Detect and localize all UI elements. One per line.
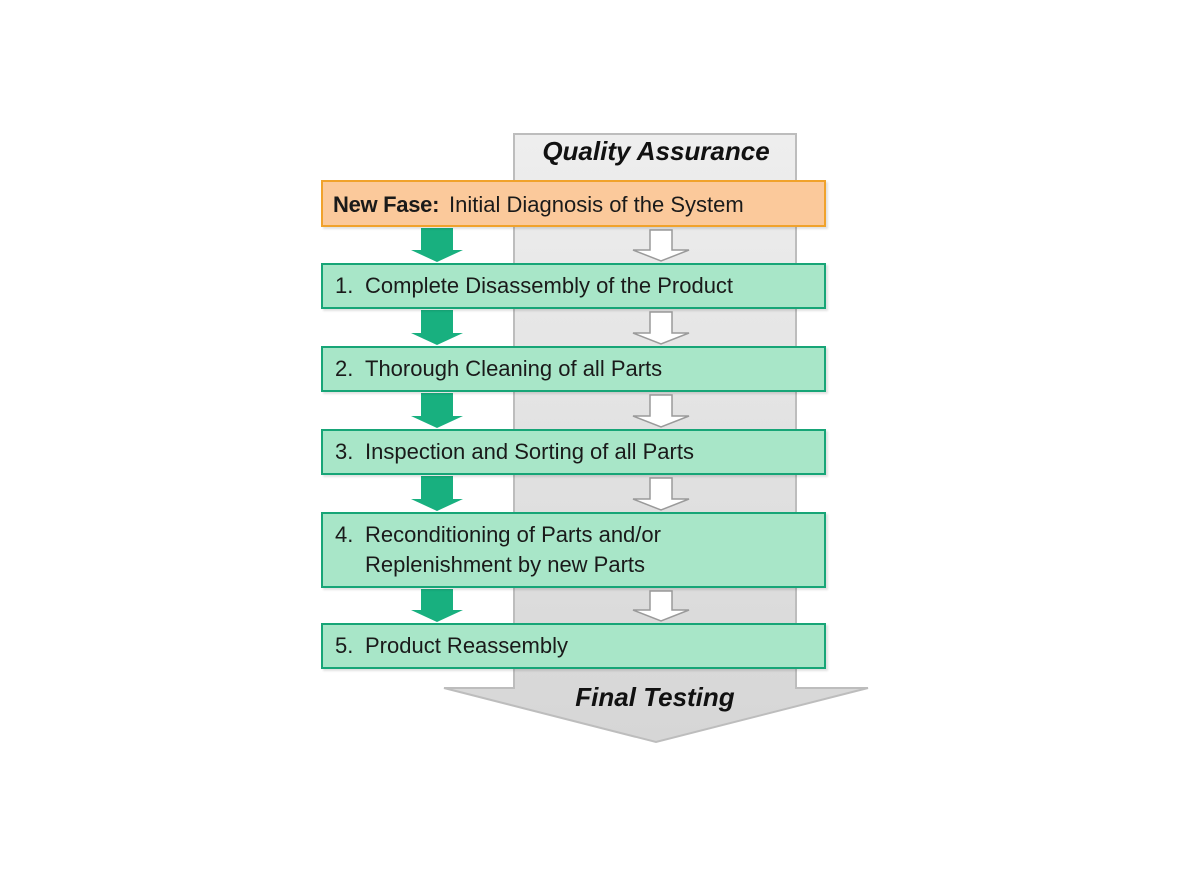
step-number: 5. (335, 633, 354, 658)
step-1-box: 1. Complete Disassembly of the Product (321, 263, 826, 309)
step-label: Complete Disassembly of the Product (365, 273, 734, 298)
down-arrow-icon (411, 476, 463, 511)
down-arrow-icon (411, 310, 463, 345)
step-5-box: 5. Product Reassembly (321, 623, 826, 669)
hollow-down-arrow-icon (632, 311, 690, 345)
step-2-box: 2. Thorough Cleaning of all Parts (321, 346, 826, 392)
final-testing-label: Final Testing (575, 682, 735, 712)
step-label: Reconditioning of Parts and/or (365, 522, 661, 547)
start-step-lead: New Fase: (333, 192, 440, 217)
hollow-down-arrow-icon (632, 394, 690, 428)
hollow-down-arrow-icon (632, 590, 690, 622)
step-3-box: 3. Inspection and Sorting of all Parts (321, 429, 826, 475)
step-label: Inspection and Sorting of all Parts (365, 439, 694, 464)
step-label: Product Reassembly (365, 633, 568, 658)
start-step-text: Initial Diagnosis of the System (449, 192, 744, 217)
down-arrow-icon (411, 393, 463, 428)
hollow-down-arrow-icon (632, 229, 690, 262)
step-number: 4. (335, 522, 354, 547)
step-label: Thorough Cleaning of all Parts (365, 356, 663, 381)
step-number: 2. (335, 356, 354, 381)
step-4-box: 4. Reconditioning of Parts and/or Replen… (321, 512, 826, 588)
hollow-down-arrow-icon (632, 477, 690, 511)
step-number: 3. (335, 439, 354, 464)
step-number: 1. (335, 273, 354, 298)
quality-assurance-title: Quality Assurance (542, 136, 770, 166)
down-arrow-icon (411, 228, 463, 262)
down-arrow-icon (411, 589, 463, 622)
initial-diagnosis-box: New Fase: Initial Diagnosis of the Syste… (321, 180, 826, 227)
step-label-line2: Replenishment by new Parts (365, 552, 646, 577)
